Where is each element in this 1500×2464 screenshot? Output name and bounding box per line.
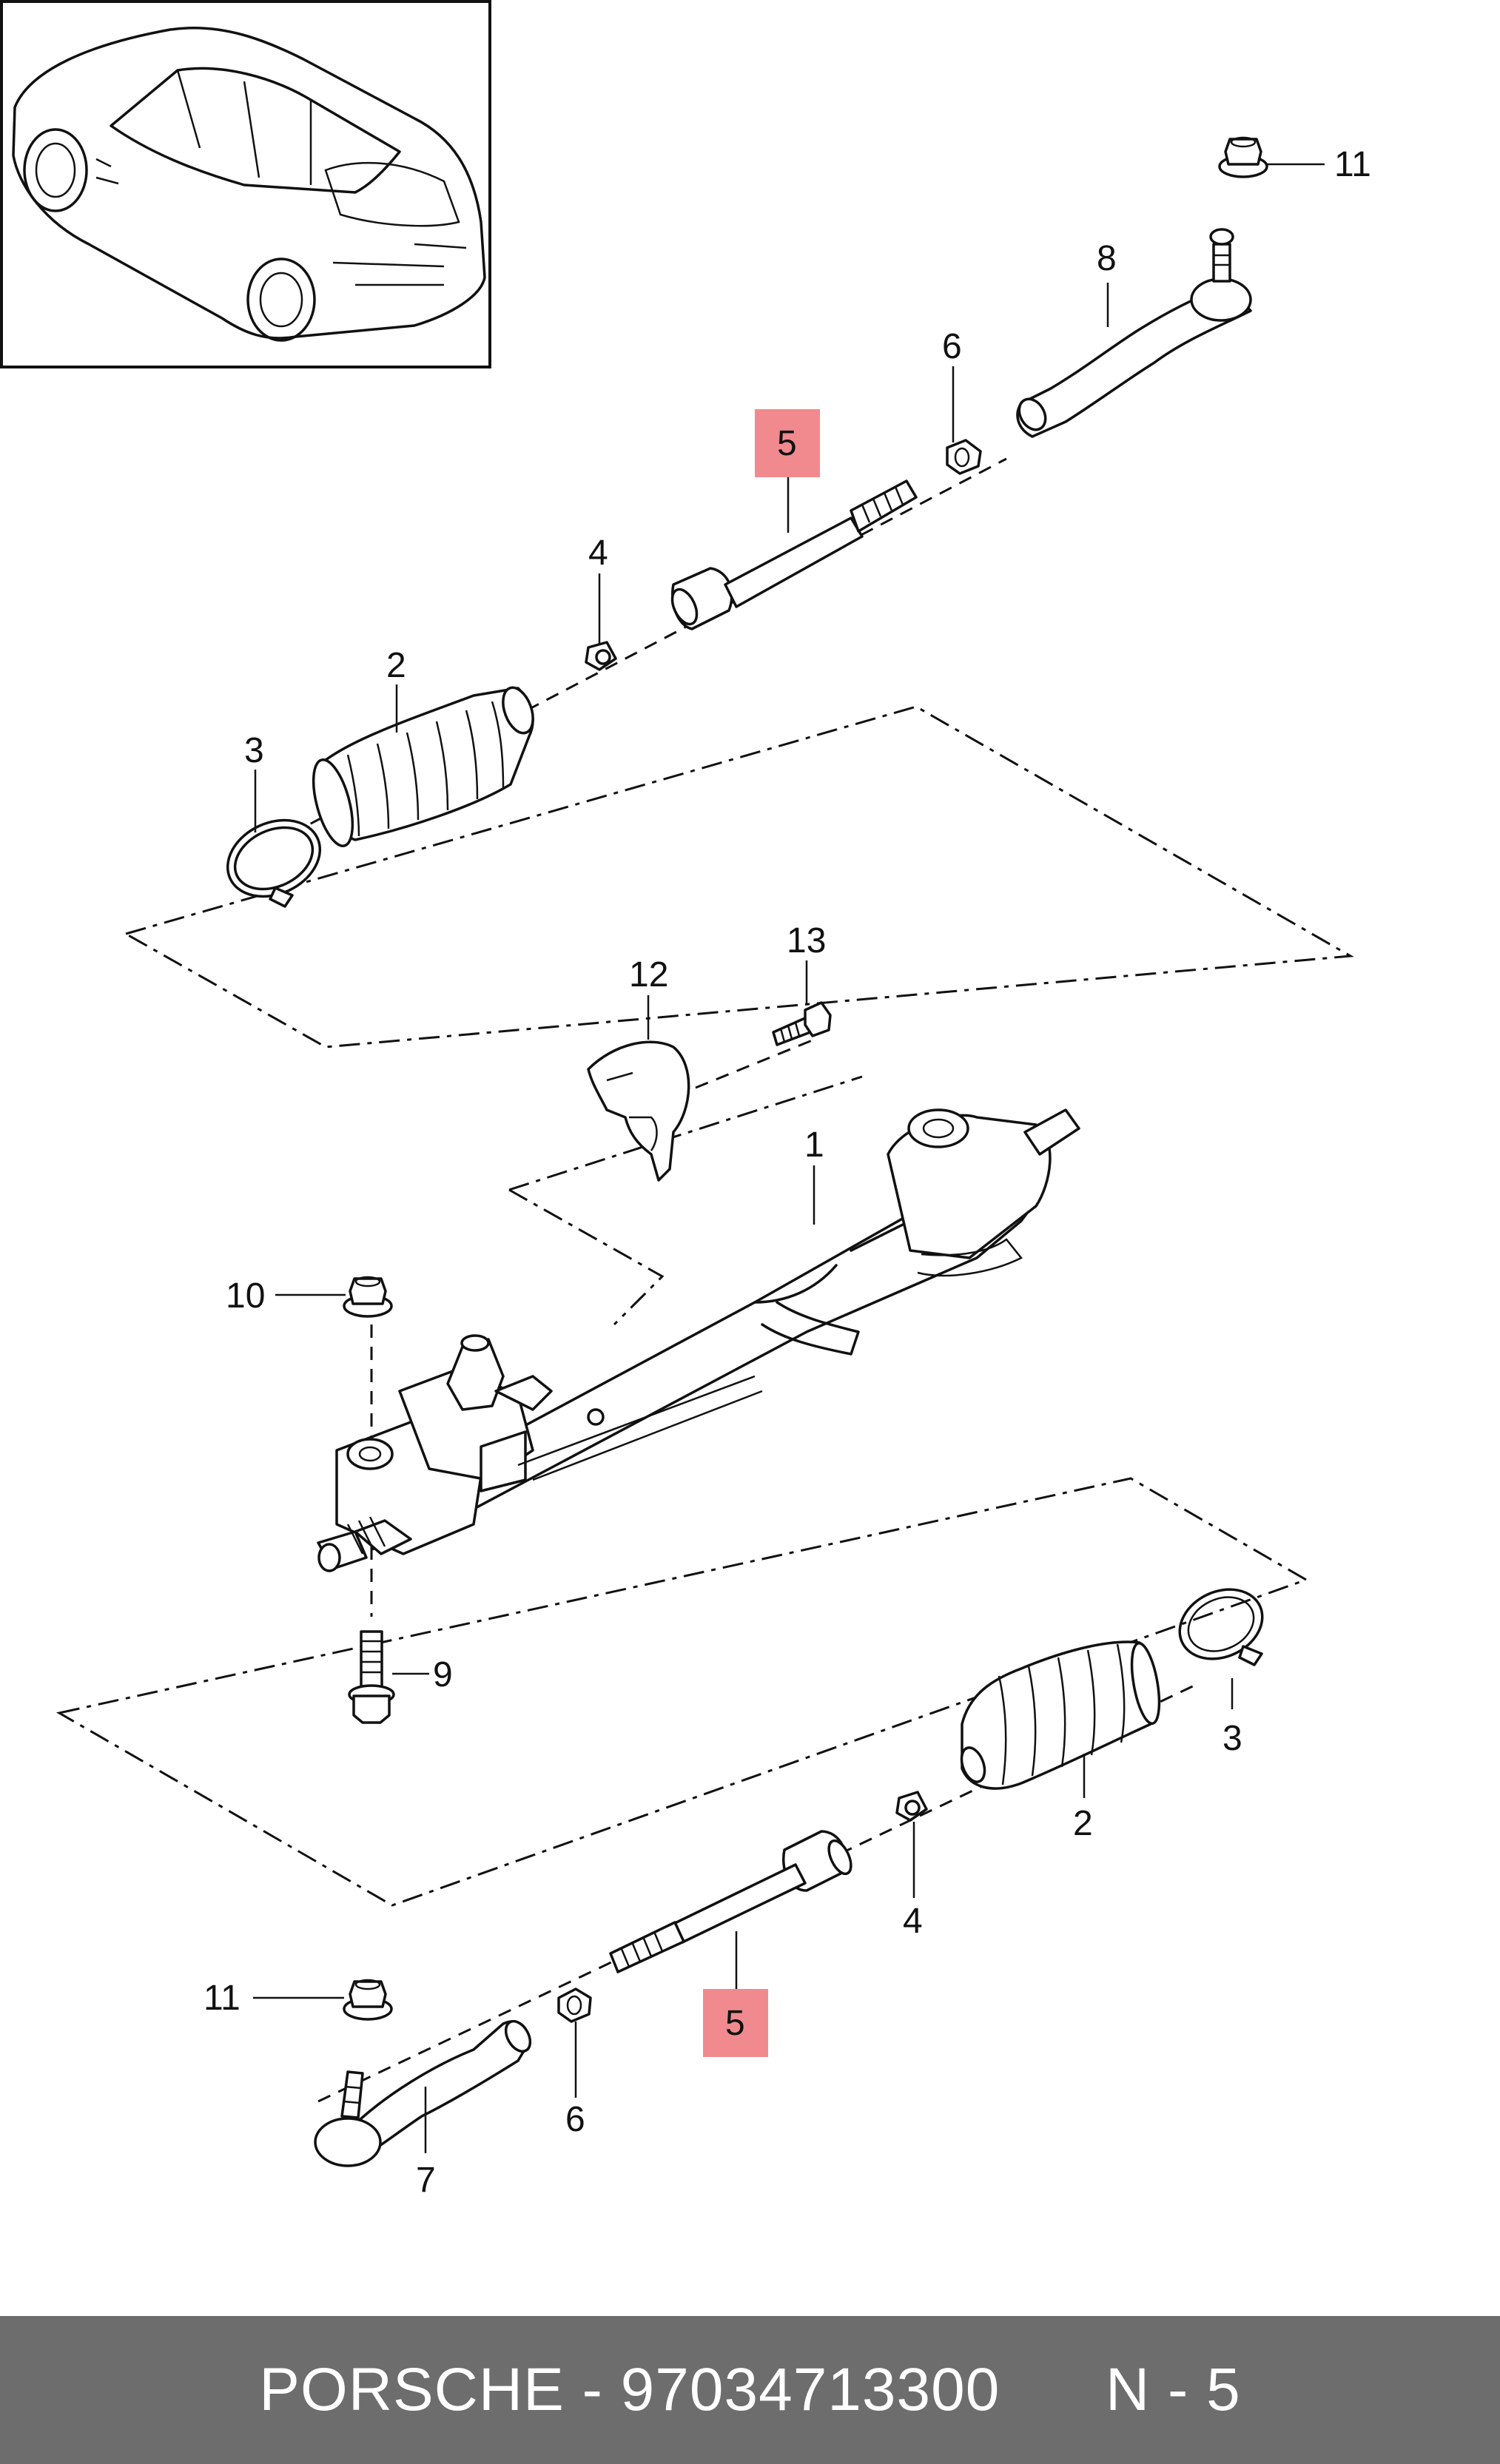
part-2-boot-top — [312, 686, 534, 847]
part-11-flange-nut-bottom — [343, 1979, 393, 2021]
callout-4-top: 4 — [588, 533, 608, 573]
part-3-clamp-top — [226, 818, 322, 908]
callout-13: 13 — [787, 921, 826, 960]
highlight-box-top — [755, 409, 820, 477]
callout-2-bottom: 2 — [1073, 1804, 1093, 1843]
part-11-flange-nut-top — [1218, 136, 1268, 178]
part-number-label: PORSCHE - 97034713300 N - 5 — [259, 2356, 1241, 2423]
callout-9: 9 — [433, 1655, 453, 1694]
part-6-nut-top — [946, 439, 982, 475]
part-5-inner-tie-rod-bottom — [609, 1830, 852, 1973]
part-2-boot-bottom — [960, 1640, 1161, 1790]
callout-11-bottom: 11 — [204, 1979, 241, 2018]
callout-6-top: 6 — [942, 327, 962, 366]
part-8-tie-rod-end — [1016, 228, 1252, 438]
part-7-tie-rod-end — [314, 2019, 532, 2167]
part-12-bracket — [587, 1040, 690, 1182]
callout-11-top: 11 — [1334, 145, 1371, 184]
part-number-footer: PORSCHE - 97034713300 N - 5 — [0, 2316, 1500, 2464]
callout-4-bottom: 4 — [903, 1902, 923, 1941]
callout-10: 10 — [226, 1276, 265, 1316]
vehicle-thumbnail — [0, 0, 491, 368]
callout-5-bottom: 5 — [725, 2004, 745, 2043]
part-13-bolt — [772, 1001, 832, 1046]
exploded-parts-diagram: 11 8 6 5 4 2 3 12 13 1 10 9 3 2 4 5 6 7 … — [0, 0, 1371, 2200]
callout-5-top: 5 — [777, 424, 797, 463]
callout-3-top: 3 — [244, 731, 264, 770]
part-9-bolt — [348, 1630, 395, 1724]
part-4-clip-bottom — [895, 1791, 928, 1822]
part-3-clamp-bottom — [1178, 1588, 1264, 1666]
part-6-nut-bottom — [557, 1987, 592, 2023]
highlight-box-bottom — [703, 1989, 768, 2057]
part-4-clip-top — [585, 641, 617, 671]
part-5-inner-tie-rod-top — [670, 479, 918, 630]
callout-3-bottom: 3 — [1222, 1719, 1242, 1758]
callout-6-bottom: 6 — [565, 2100, 585, 2139]
callout-12: 12 — [629, 955, 668, 994]
callout-2-top: 2 — [386, 646, 406, 685]
callout-7: 7 — [416, 2161, 436, 2200]
callout-8: 8 — [1097, 239, 1117, 278]
part-1-steering-rack — [317, 1108, 1080, 1572]
part-10-flange-nut — [343, 1276, 393, 1318]
callout-1: 1 — [804, 1125, 824, 1165]
leader-lines — [253, 163, 1325, 2153]
